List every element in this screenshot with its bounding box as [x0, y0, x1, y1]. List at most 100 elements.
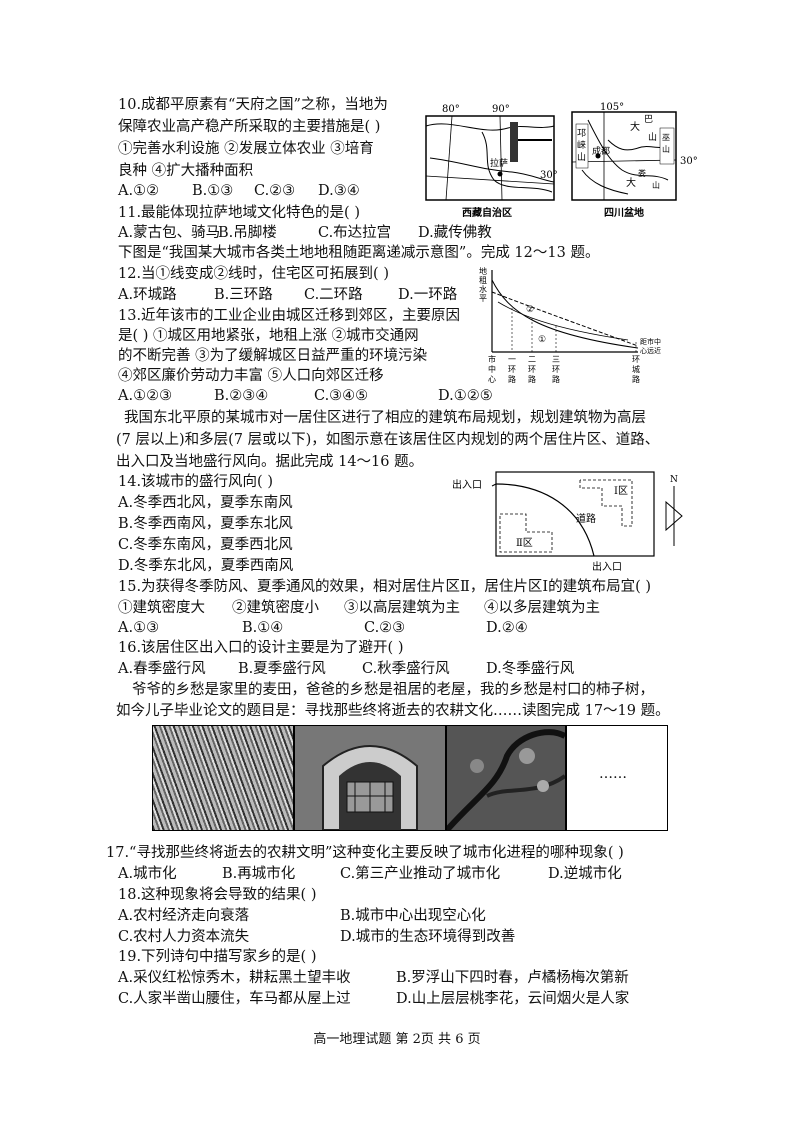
wheat-field-photo [152, 725, 294, 831]
persimmon-tree-photo [444, 725, 567, 832]
q10-line1: 10.成都平原素有“天府之国”之称，当地为 [118, 97, 388, 113]
zone-2-label: Ⅱ区 [516, 537, 533, 549]
option-d: D.一环路 [398, 287, 458, 303]
residential-layout-map: 出入口 出入口 Ⅰ区 Ⅱ区 道路 N [452, 471, 683, 573]
xlabel-line: 心远近 [640, 346, 661, 355]
entrance-label-1: 出入口 [452, 478, 482, 491]
intro-12-13: 下图是“我国某大城市各类土地地租随距离递减示意图”。完成 12～13 题。 [118, 245, 600, 261]
tick-label: 环 [508, 365, 516, 374]
old-house-photo [294, 725, 446, 831]
option-c: C.农村人力资本流失 [118, 929, 250, 945]
label-da2: 大 [626, 176, 636, 189]
map-tibet: 80° 90° 30° 拉萨 西藏自治区 [425, 104, 557, 219]
tick-label: 城 [632, 365, 640, 374]
q14-option-a: A.冬季西北风，夏季东南风 [118, 495, 293, 511]
zone-1-label: Ⅰ区 [614, 485, 628, 497]
tick-label: 路 [552, 374, 560, 384]
label-shan4: 山 [652, 180, 660, 190]
option-a: A.①③ [118, 620, 160, 636]
label-lai: 崃 [577, 139, 586, 151]
tick-label: 环 [552, 365, 560, 374]
intro-17-line2: 如今儿子毕业论文的题目是：寻找那些终将逝去的农耕文化……读图完成 17～19 题… [116, 703, 670, 719]
intro-14-line2: (7 层以上)和多层(7 层或以下)，如图示意在该居住区内规划的两个居住片区、道… [116, 432, 660, 448]
item: ④以多层建筑为主 [484, 600, 600, 616]
q10-line3: ①完善水利设施 ②发展立体农业 ③培育 [118, 141, 374, 157]
option-b: B.三环路 [214, 287, 273, 303]
tick-label: 二 [528, 355, 536, 364]
label-qiong: 邛 [577, 128, 586, 139]
intro-14-line1: 我国东北平原的某城市对一居住区进行了相应的建筑布局规划，规划建筑物为高层 [124, 410, 646, 426]
q15-stem: 15.为获得冬季防风、夏季通风的效果，相对居住片区Ⅱ，居住片区Ⅰ的建筑布局宜( … [118, 579, 652, 595]
option-d: D.藏传佛教 [418, 225, 492, 241]
tick-label: 中 [488, 364, 496, 374]
sichuan-caption: 四川盆地 [604, 206, 644, 219]
option-c: C.第三产业推动了城市化 [340, 866, 501, 882]
option-b: B.城市中心出现空心化 [340, 908, 486, 924]
label-lou: 娄 [638, 168, 646, 178]
q19-stem: 19.下列诗句中描写家乡的是( ) [118, 949, 317, 965]
tibet-lon2: 90° [492, 104, 510, 115]
sichuan-lat: 30° [680, 156, 698, 167]
q13-line2: 是( ) ①城区用地紧张，地租上涨 ②城市交通网 [118, 328, 419, 344]
label-shan1: 山 [577, 152, 586, 163]
option-c: C.②③ [364, 620, 406, 636]
tick-label: 环 [632, 355, 640, 364]
ylabel-char: 租 [479, 276, 487, 285]
option-d: D.逆城市化 [548, 866, 622, 882]
q17-stem: 17.“寻找那些终将逝去的农耕文明”这种变化主要反映了城市化进程的哪种现象( ) [106, 845, 624, 861]
label-shan3: 山 [662, 144, 670, 154]
tick-label: 路 [632, 374, 640, 384]
q14-option-d: D.冬季东北风，夏季西南风 [118, 558, 294, 574]
curve-2-label: ② [526, 305, 534, 315]
q10-line4: 良种 ④扩大播种面积 [118, 163, 254, 179]
option-a: A.采仪红松惊秀木，耕耘黑土望丰收 [118, 970, 351, 986]
ylabel-char: 地 [479, 266, 487, 276]
option-c: C.人家半凿山腰住，车马都从屋上过 [118, 991, 351, 1007]
option-b: B.再城市化 [222, 866, 296, 882]
option-a: A.①② [118, 183, 160, 199]
option-a: A.蒙古包、骑马 [118, 225, 221, 241]
option-c: C.二环路 [304, 287, 363, 303]
tibet-caption: 西藏自治区 [462, 206, 512, 219]
item: ①建筑密度大 [118, 600, 205, 616]
tick-label: 环 [528, 365, 536, 374]
q13-line3: 的不断完善 ③为了缓解城区日益严重的环境污染 [118, 348, 428, 364]
option-c: C.秋季盛行风 [362, 661, 450, 677]
option-b: B.②③④ [214, 388, 269, 404]
option-b: B.吊脚楼 [218, 225, 277, 241]
option-b: B.夏季盛行风 [238, 661, 326, 677]
option-a: A.农村经济走向衰落 [118, 908, 250, 924]
photo-strip: …… [152, 725, 668, 832]
option-d: D.城市的生态环境得到改善 [340, 929, 516, 945]
tick-label: 三 [552, 355, 560, 364]
option-d: D.②④ [486, 620, 528, 636]
q12-stem: 12.当①线变成②线时，住宅区可拓展到( ) [118, 266, 389, 282]
option-c: C.②③ [254, 183, 296, 199]
option-b: B.罗浮山下四时春，卢橘杨梅次第新 [396, 970, 629, 986]
intro-14-line3: 出入口及当地盛行风向。据此完成 14～16 题。 [116, 454, 424, 470]
q13-line1: 13.近年该市的工业企业由城区迁移到郊区，主要原因 [118, 308, 461, 324]
entrance-label-2: 出入口 [592, 560, 622, 573]
option-b: B.①④ [242, 620, 284, 636]
label-da1: 大 [630, 120, 640, 133]
option-c: C.③④⑤ [314, 388, 369, 404]
ylabel-char: 水 [479, 284, 487, 294]
item: ③以高层建筑为主 [344, 600, 460, 616]
page-footer: 高一地理试题 第 2页 共 6 页 [313, 1032, 481, 1047]
option-d: D.③④ [318, 183, 360, 199]
option-d: D.①②⑤ [438, 388, 493, 404]
q14-option-c: C.冬季东南风，夏季西北风 [118, 537, 293, 553]
q16-stem: 16.该居住区出入口的设计主要是为了避开( ) [118, 640, 404, 656]
ellipsis-text: …… [599, 766, 627, 782]
map-sichuan: 105° 30° 邛 崃 山 大 巴 山 巫 山 成都 大 娄 山 四川盆地 [571, 102, 698, 219]
option-a: A.城市化 [118, 866, 177, 882]
q14-option-b: B.冬季西南风，夏季东北风 [118, 516, 293, 532]
rent-chart: 地 租 水 平 ② ① 距市中 心远近 市 中 心 一 环 路 二 环 路 三 … [479, 266, 661, 384]
item: ②建筑密度小 [232, 600, 319, 616]
option-d: D.冬季盛行风 [486, 661, 575, 677]
road-label: 道路 [576, 512, 596, 525]
q14-stem: 14.该城市的盛行风向( ) [118, 474, 273, 490]
ylabel-char: 平 [479, 294, 487, 303]
option-a: A.环城路 [118, 287, 177, 303]
q13-line4: ④郊区廉价劳动力丰富 ⑤人口向郊区迁移 [118, 368, 384, 384]
